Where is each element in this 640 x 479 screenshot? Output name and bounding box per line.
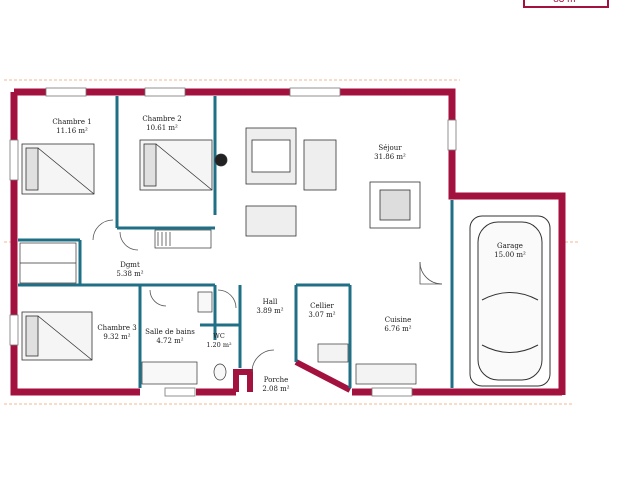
garage-car xyxy=(469,215,551,387)
label-chambre2-name: Chambre 2 xyxy=(142,115,181,123)
label-chambre1-area: 11.16 m² xyxy=(56,127,88,135)
label-porche-area: 2.08 m² xyxy=(262,385,289,393)
label-sejour-area: 31.86 m² xyxy=(374,153,406,161)
label-cuisine-name: Cuisine xyxy=(385,316,412,324)
label-sdb-area: 4.72 m² xyxy=(156,337,183,345)
label-garage-area: 15.00 m² xyxy=(494,251,526,259)
windows xyxy=(9,87,457,397)
label-wc-name: WC xyxy=(213,332,225,340)
doors xyxy=(92,219,443,373)
label-dgmt-area: 5.38 m² xyxy=(116,270,143,278)
bed-chambre2 xyxy=(139,139,213,191)
surface-badge: 83 m² xyxy=(523,0,609,8)
label-hall-name: Hall xyxy=(263,298,279,306)
label-cellier-area: 3.07 m² xyxy=(308,311,335,319)
label-sdb-name: Salle de bains xyxy=(145,328,195,336)
kitchen-fixtures xyxy=(317,343,417,385)
label-chambre1-name: Chambre 1 xyxy=(52,118,91,126)
bathroom-fixtures xyxy=(141,291,227,385)
label-garage-name: Garage xyxy=(497,242,523,250)
label-cuisine-area: 6.76 m² xyxy=(384,325,411,333)
label-wc-area: 1.20 m² xyxy=(206,341,232,349)
label-cellier-name: Cellier xyxy=(310,302,334,310)
label-chambre3-name: Chambre 3 xyxy=(97,324,136,332)
interior-walls xyxy=(18,96,454,388)
bed-chambre3 xyxy=(21,311,93,361)
bed-chambre1 xyxy=(21,143,95,195)
living-furniture xyxy=(214,127,421,237)
label-chambre3-area: 9.32 m² xyxy=(103,333,130,341)
label-porche-name: Porche xyxy=(264,376,289,384)
label-hall-area: 3.89 m² xyxy=(256,307,283,315)
porch-walls xyxy=(233,359,352,393)
label-dgmt-name: Dgmt xyxy=(120,261,140,269)
label-sejour-name: Séjour xyxy=(378,144,402,152)
label-chambre2-area: 10.61 m² xyxy=(146,124,178,132)
room-labels: Chambre 1 11.16 m² Chambre 2 10.61 m² Sé… xyxy=(52,115,526,393)
wardrobes xyxy=(19,229,212,284)
